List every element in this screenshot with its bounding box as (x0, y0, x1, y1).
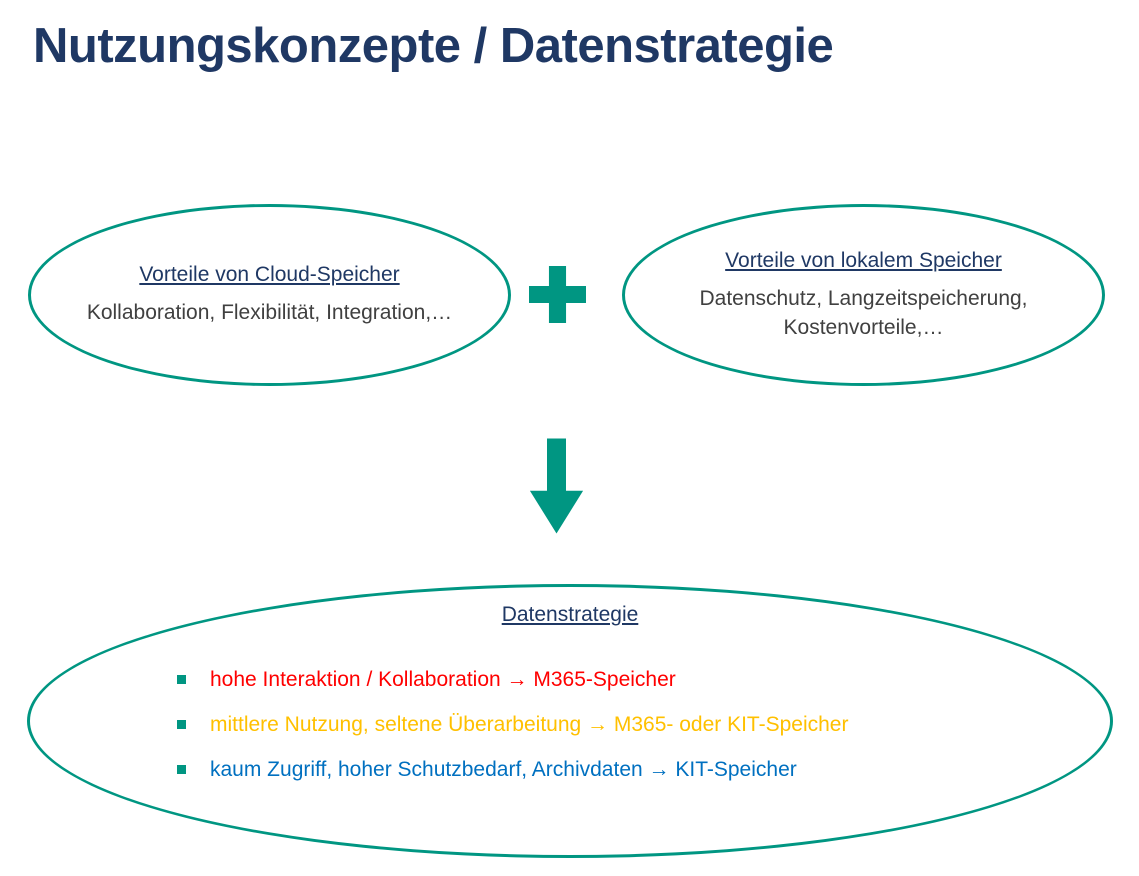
arrow-down-icon (528, 437, 585, 535)
strategy-item: mittlere Nutzung, seltene Überarbeitung … (177, 702, 848, 747)
bullet-square-icon (177, 765, 186, 774)
local-advantages-ellipse: Vorteile von lokalem Speicher Datenschut… (622, 204, 1105, 386)
page-title: Nutzungskonzepte / Datenstrategie (33, 19, 834, 73)
strategy-item-text: kaum Zugriff, hoher Schutzbedarf, Archiv… (210, 757, 797, 781)
strategy-list: hohe Interaktion / Kollaboration → M365-… (177, 657, 848, 792)
plus-icon (529, 266, 586, 323)
bullet-square-icon (177, 720, 186, 729)
strategy-item-text: hohe Interaktion / Kollaboration → M365-… (210, 667, 676, 691)
local-ellipse-body: Datenschutz, Langzeitspeicherung, Kosten… (699, 287, 1028, 339)
cloud-advantages-ellipse: Vorteile von Cloud-Speicher Kollaboratio… (28, 204, 511, 386)
strategy-heading: Datenstrategie (501, 603, 639, 626)
strategy-item: hohe Interaktion / Kollaboration → M365-… (177, 657, 848, 702)
strategy-ellipse: Datenstrategie hohe Interaktion / Kollab… (27, 584, 1113, 858)
cloud-ellipse-body: Kollaboration, Flexibilität, Integration… (86, 301, 453, 325)
strategy-item-text: mittlere Nutzung, seltene Überarbeitung … (210, 712, 849, 736)
cloud-ellipse-heading: Vorteile von Cloud-Speicher (139, 263, 400, 287)
bullet-square-icon (177, 675, 186, 684)
local-ellipse-heading: Vorteile von lokalem Speicher (725, 249, 1002, 273)
strategy-item: kaum Zugriff, hoher Schutzbedarf, Archiv… (177, 747, 848, 792)
